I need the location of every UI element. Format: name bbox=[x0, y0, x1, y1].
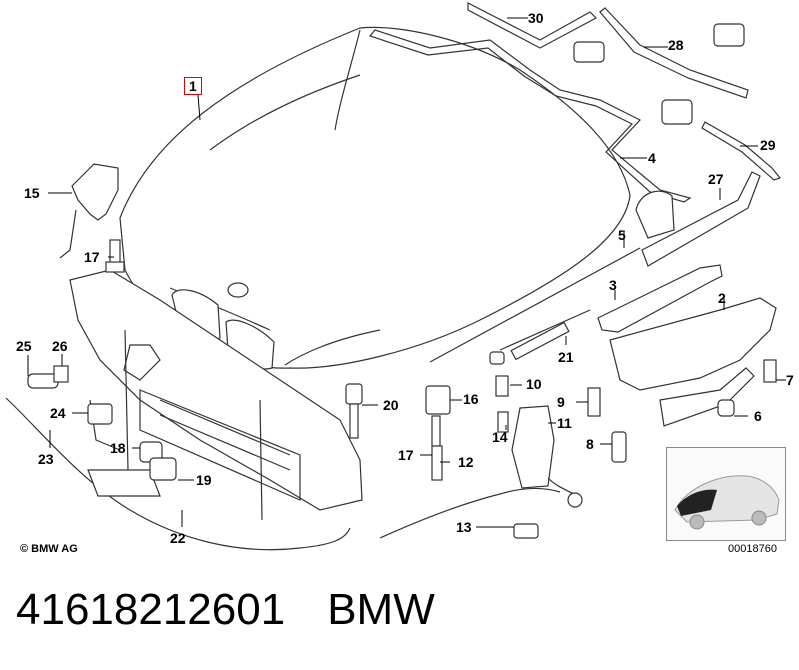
callout-17-upper[interactable]: 17 bbox=[84, 249, 100, 265]
copyright-label: © BMW AG bbox=[20, 543, 78, 555]
callout-19[interactable]: 19 bbox=[196, 472, 212, 488]
footer: 41618212601 BMW bbox=[16, 585, 477, 635]
fasteners bbox=[27, 239, 777, 539]
callout-7[interactable]: 7 bbox=[786, 372, 794, 388]
callout-9[interactable]: 9 bbox=[557, 394, 565, 410]
callout-29[interactable]: 29 bbox=[760, 137, 776, 153]
callout-4[interactable]: 4 bbox=[648, 150, 656, 166]
seal-strips bbox=[368, 2, 782, 203]
callout-13[interactable]: 13 bbox=[456, 519, 472, 535]
car-silhouette-icon bbox=[674, 475, 780, 530]
callout-3[interactable]: 3 bbox=[609, 277, 617, 293]
callout-12[interactable]: 12 bbox=[458, 454, 474, 470]
callout-25[interactable]: 25 bbox=[16, 338, 32, 354]
seal-strip-27 bbox=[635, 171, 761, 267]
callout-17-lower[interactable]: 17 bbox=[398, 447, 414, 463]
callout-2[interactable]: 2 bbox=[718, 290, 726, 306]
callout-18[interactable]: 18 bbox=[110, 440, 126, 456]
leader-lines bbox=[27, 17, 786, 528]
callout-26[interactable]: 26 bbox=[52, 338, 68, 354]
callout-1[interactable]: 1 bbox=[184, 77, 202, 95]
callout-23[interactable]: 23 bbox=[38, 451, 54, 467]
part-number: 41618212601 bbox=[16, 585, 286, 634]
gas-strut bbox=[429, 247, 641, 363]
brand-name: BMW bbox=[327, 585, 435, 634]
bracket-15 bbox=[59, 163, 119, 259]
callout-10[interactable]: 10 bbox=[526, 376, 542, 392]
release-cable bbox=[5, 397, 561, 551]
callout-27[interactable]: 27 bbox=[708, 171, 724, 187]
catalog-number: 00018760 bbox=[728, 543, 777, 555]
hood-lock bbox=[511, 405, 583, 508]
callout-22[interactable]: 22 bbox=[170, 530, 186, 546]
callout-20[interactable]: 20 bbox=[383, 397, 399, 413]
callout-5[interactable]: 5 bbox=[618, 227, 626, 243]
callout-6[interactable]: 6 bbox=[754, 408, 762, 424]
vehicle-thumbnail bbox=[666, 447, 786, 541]
callout-30[interactable]: 30 bbox=[528, 10, 544, 26]
front-carrier bbox=[69, 269, 363, 521]
hood-hinge bbox=[597, 264, 777, 427]
callout-11[interactable]: 11 bbox=[557, 415, 572, 431]
callout-16[interactable]: 16 bbox=[463, 391, 479, 407]
callout-24[interactable]: 24 bbox=[50, 405, 66, 421]
callout-28[interactable]: 28 bbox=[668, 37, 684, 53]
callout-21[interactable]: 21 bbox=[558, 349, 574, 365]
callout-14[interactable]: 14 bbox=[492, 429, 508, 445]
callout-8[interactable]: 8 bbox=[586, 436, 594, 452]
callout-15[interactable]: 15 bbox=[24, 185, 40, 201]
